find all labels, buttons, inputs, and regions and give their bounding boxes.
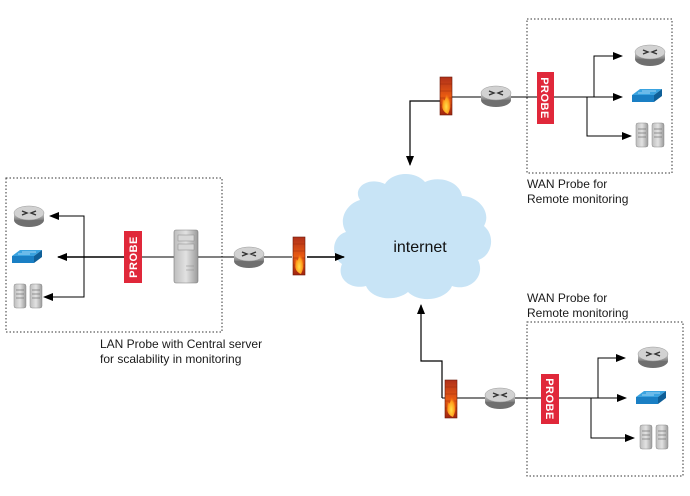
wan-bottom-group-box	[526, 321, 684, 477]
wan-top-probe-badge: PROBE	[537, 72, 554, 124]
wan-bottom-probe-label: PROBE	[543, 378, 555, 420]
wan-bottom-link-to-cloud	[417, 304, 443, 398]
lan-branch-servers	[43, 257, 85, 301]
wan-top-probe-label: PROBE	[538, 77, 550, 119]
wan-bottom-remote-router-icon	[637, 346, 669, 369]
wan-bottom-probe-badge: PROBE	[541, 374, 559, 424]
lan-branch-router	[49, 212, 85, 257]
wan-top-remote-servers-icon	[635, 122, 665, 148]
wan-top-link-to-cloud	[406, 100, 440, 166]
wan-top-caption-line1: WAN Probe for	[527, 177, 607, 191]
lan-gateway-router-icon	[233, 246, 265, 269]
wan-bottom-firewall-icon	[444, 379, 458, 419]
wan-top-branch-router	[593, 52, 623, 97]
lan-caption-line1: LAN Probe with Central server	[100, 337, 262, 351]
wan-bottom-branch-servers	[590, 398, 635, 442]
lan-caption-line2: for scalability in monitoring	[100, 352, 241, 366]
wan-top-remote-router-icon	[634, 44, 666, 67]
wan-bottom-caption-line1: WAN Probe for	[527, 291, 607, 305]
wan-top-remote-switch-icon	[631, 88, 663, 103]
wan-top-branch-servers	[586, 97, 632, 140]
internet-label: internet	[393, 239, 447, 256]
lan-firewall-icon	[292, 236, 306, 276]
wan-top-router-icon	[480, 85, 512, 108]
lan-servers-icon	[13, 283, 43, 309]
internet-cloud: internet	[334, 173, 492, 300]
lan-group-box	[5, 177, 223, 333]
lan-router-icon	[13, 205, 45, 228]
wan-top-group-box	[526, 18, 673, 174]
wan-top-caption-line2: Remote monitoring	[527, 192, 628, 206]
lan-switch-icon	[11, 249, 43, 264]
wan-bottom-router-icon	[484, 387, 516, 410]
lan-probe-badge: PROBE	[124, 231, 142, 283]
wan-bottom-remote-switch-icon	[635, 390, 667, 405]
cloud-shape	[334, 173, 492, 300]
wan-bottom-caption-line2: Remote monitoring	[527, 306, 628, 320]
central-server-icon	[173, 229, 199, 284]
lan-probe-label: PROBE	[128, 236, 140, 278]
wan-bottom-remote-servers-icon	[639, 424, 669, 450]
wan-top-firewall-icon	[439, 76, 453, 116]
wan-bottom-branch-router	[597, 354, 626, 398]
